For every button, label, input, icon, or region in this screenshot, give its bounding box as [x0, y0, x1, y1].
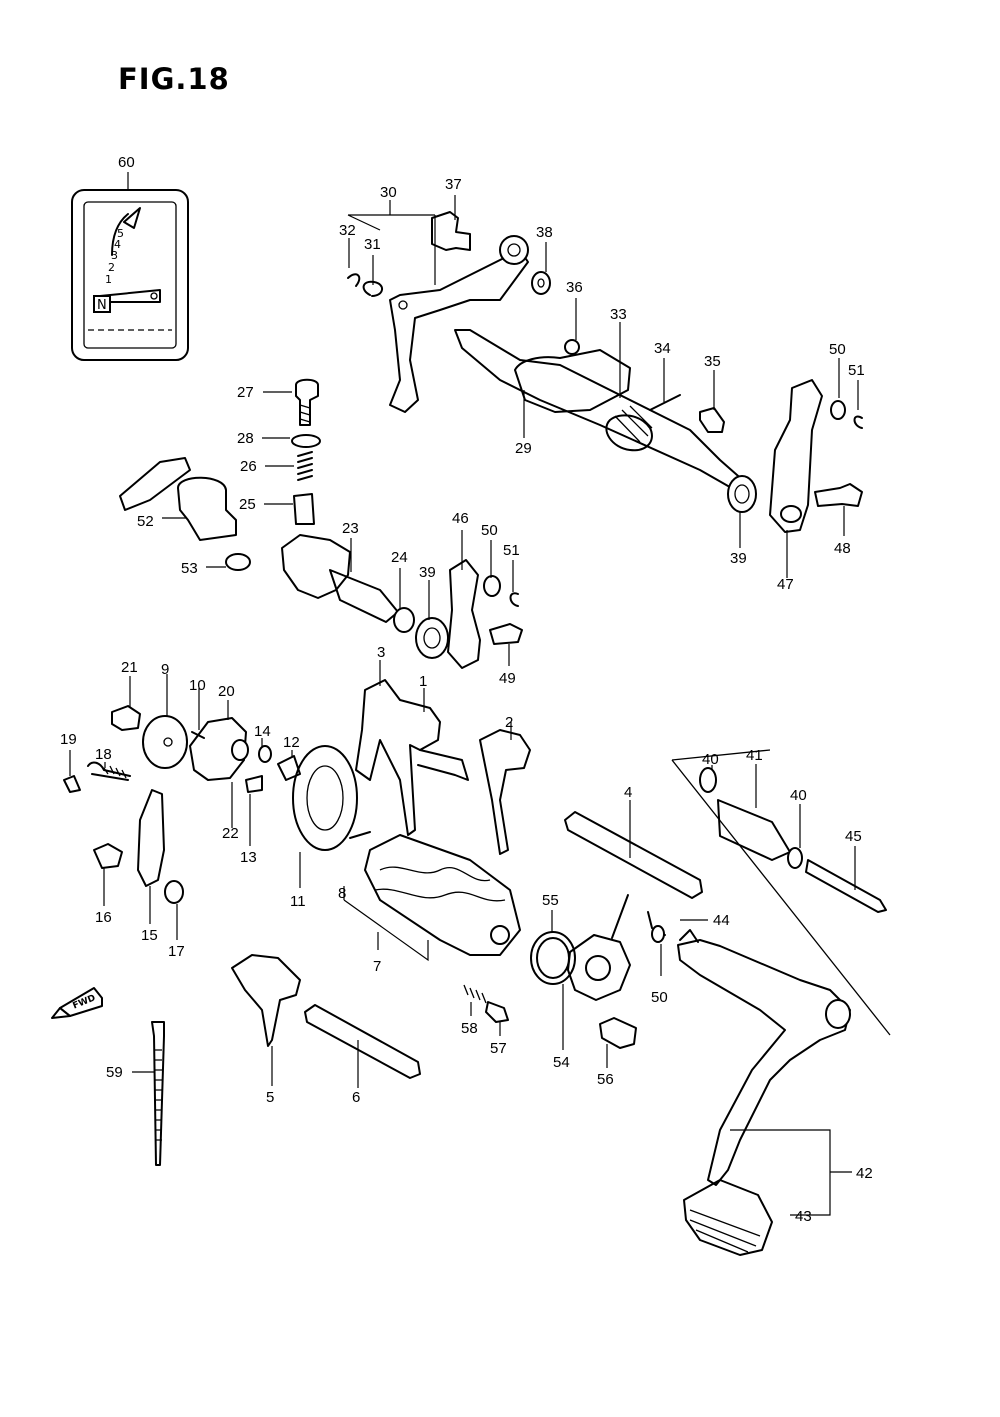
- gear-label-3: 3: [111, 249, 118, 262]
- callout-33: 33: [610, 306, 627, 323]
- callout-8: 8: [338, 885, 346, 902]
- callout-17: 17: [168, 943, 185, 960]
- callout-35: 35: [704, 353, 721, 370]
- neutral-switch-detent: [119, 378, 321, 571]
- callout-11: 11: [290, 893, 306, 910]
- callout-6: 6: [352, 1089, 360, 1106]
- callout-27: 27: [237, 384, 254, 401]
- cam-stopper-left: [63, 705, 301, 904]
- callout-4: 4: [624, 784, 632, 801]
- gear-label-5: 5: [117, 227, 124, 240]
- callout-3: 3: [377, 644, 385, 661]
- callout-9: 9: [161, 661, 169, 678]
- callout-39a: 39: [730, 550, 747, 567]
- callout-29: 29: [515, 440, 532, 457]
- gear-label-1: 1: [105, 273, 112, 286]
- callout-24: 24: [391, 549, 408, 566]
- callout-42: 42: [856, 1165, 873, 1182]
- callout-51a: 51: [848, 362, 865, 379]
- callout-40b: 40: [790, 787, 807, 804]
- callout-47: 47: [777, 576, 794, 593]
- callout-59: 59: [106, 1064, 123, 1081]
- figure-title: FIG.18: [118, 62, 230, 96]
- callout-60: 60: [118, 154, 135, 171]
- gearshift-lever: [647, 749, 891, 1256]
- gearshift-cam-middle: [281, 534, 523, 669]
- callout-46: 46: [452, 510, 469, 527]
- neutral-label: N: [97, 298, 107, 313]
- callout-19: 19: [60, 731, 77, 748]
- leader-lines: [69, 172, 859, 1216]
- callout-labels: 1 2 3 4 5 6 7 8 9 10 11 12 13 14 15 16 1…: [60, 154, 873, 1225]
- callout-28: 28: [237, 430, 254, 447]
- callout-52: 52: [137, 513, 154, 530]
- callout-48: 48: [834, 540, 851, 557]
- callout-55: 55: [542, 892, 559, 909]
- callout-31: 31: [364, 236, 381, 253]
- callout-15: 15: [141, 927, 158, 944]
- callout-25: 25: [239, 496, 256, 513]
- callout-57: 57: [490, 1040, 507, 1057]
- cable-tie: [151, 1021, 165, 1166]
- callout-43: 43: [795, 1208, 812, 1225]
- callout-50c: 50: [651, 989, 668, 1006]
- callout-45: 45: [845, 828, 862, 845]
- callout-2: 2: [505, 714, 513, 731]
- gear-position-sensor: [463, 894, 637, 1049]
- callout-58: 58: [461, 1020, 478, 1037]
- callout-41: 41: [746, 747, 763, 764]
- callout-23: 23: [342, 520, 359, 537]
- callout-49: 49: [499, 670, 516, 687]
- callout-13: 13: [240, 849, 257, 866]
- callout-53: 53: [181, 560, 198, 577]
- callout-30: 30: [380, 184, 397, 201]
- callout-22: 22: [222, 825, 239, 842]
- callout-20: 20: [218, 683, 235, 700]
- callout-51b: 51: [503, 542, 520, 559]
- callout-26: 26: [240, 458, 257, 475]
- callout-12: 12: [283, 734, 300, 751]
- callout-1: 1: [419, 673, 427, 690]
- shift-drum-forks: [231, 679, 703, 1079]
- fwd-direction-marker: FWD: [51, 987, 103, 1019]
- callout-36: 36: [566, 279, 583, 296]
- callout-37: 37: [445, 176, 462, 193]
- callout-18: 18: [95, 746, 112, 763]
- callout-50a: 50: [829, 341, 846, 358]
- callout-40a: 40: [702, 751, 719, 768]
- callout-34: 34: [654, 340, 671, 357]
- callout-10: 10: [189, 677, 206, 694]
- callout-7: 7: [373, 958, 381, 975]
- callout-14: 14: [254, 723, 271, 740]
- callout-32: 32: [339, 222, 356, 239]
- gear-label-2: 2: [108, 261, 115, 274]
- shift-pattern-decal: N 5 4 3 2 1: [71, 189, 189, 361]
- callout-44: 44: [713, 912, 730, 929]
- callout-21: 21: [121, 659, 138, 676]
- callout-5: 5: [266, 1089, 274, 1106]
- callout-50b: 50: [481, 522, 498, 539]
- gear-label-4: 4: [114, 238, 121, 251]
- callout-39b: 39: [419, 564, 436, 581]
- callout-54: 54: [553, 1054, 570, 1071]
- callout-38: 38: [536, 224, 553, 241]
- callout-56: 56: [597, 1071, 614, 1088]
- shift-shaft-upper: [347, 211, 863, 533]
- callout-16: 16: [95, 909, 112, 926]
